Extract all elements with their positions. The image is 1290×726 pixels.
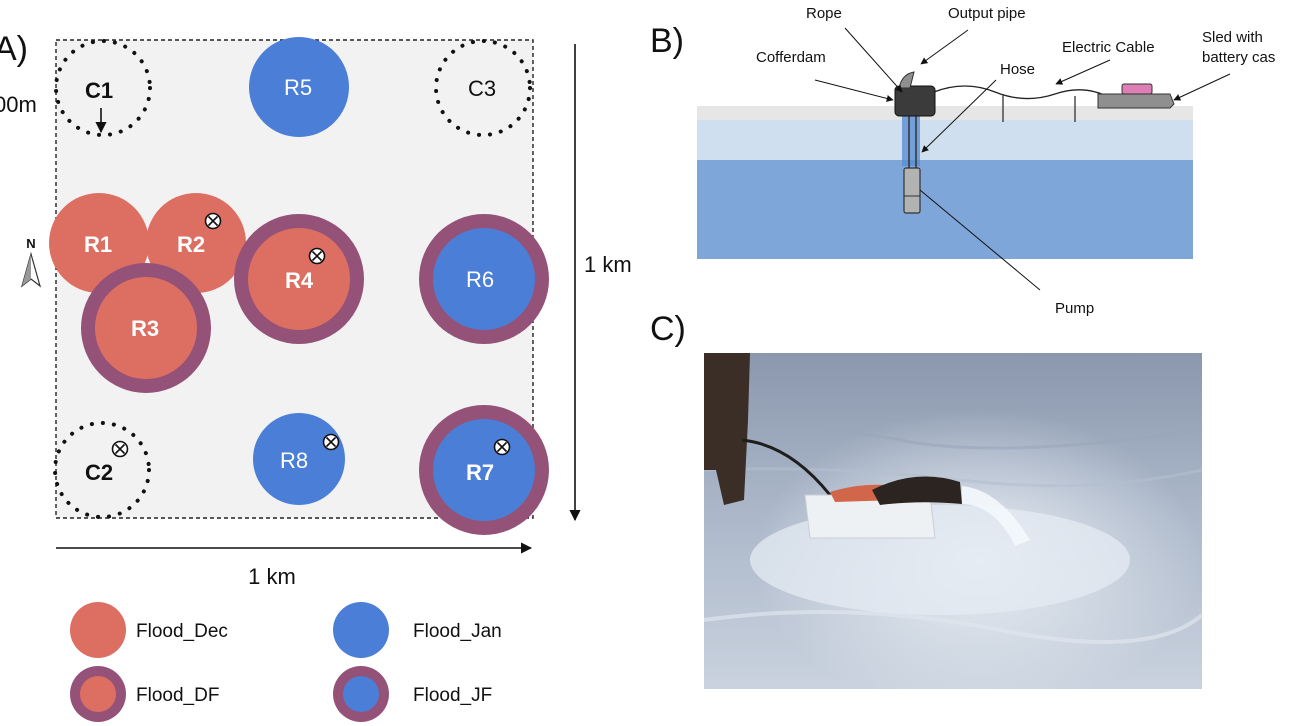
seawater-layer	[697, 160, 1193, 259]
panel-b: B) Rope Output pipe Cofferdam Hose Elect…	[650, 5, 1275, 317]
site-r6	[433, 228, 535, 330]
site-r4-label: R4	[285, 268, 314, 293]
site-r1-label: R1	[84, 232, 112, 257]
legend-label-flood-jan: Flood_Jan	[413, 621, 502, 642]
output-pipe	[898, 71, 915, 89]
battery-case	[1121, 83, 1153, 95]
north-label: N	[26, 236, 35, 251]
callout-sled-line2: battery cas	[1202, 49, 1275, 66]
y-extent-label: 1 km	[584, 252, 632, 277]
control-c1-label: C1	[85, 78, 113, 103]
sample-marker-icon	[308, 247, 326, 265]
sled	[1097, 93, 1175, 109]
photo-hose	[872, 476, 962, 505]
site-r3-label: R3	[131, 316, 159, 341]
legend-label-flood-dec: Flood_Dec	[136, 621, 228, 642]
legend-swatch-flood-jan	[333, 602, 389, 658]
electric-cable	[933, 85, 1111, 100]
callout-electric-cable: Electric Cable	[1062, 39, 1155, 56]
sample-marker-icon	[493, 438, 511, 456]
scale-partial-label: 00m	[0, 92, 37, 117]
legend-label-flood-jf: Flood_JF	[413, 685, 492, 706]
sea-ice-layer	[697, 120, 1193, 160]
photo-ice-texture	[703, 610, 1204, 644]
site-r5-label: R5	[284, 75, 312, 100]
callout-sled-leader	[1173, 73, 1231, 101]
pump	[903, 167, 921, 214]
callout-rope: Rope	[806, 5, 842, 22]
site-r8-label: R8	[280, 448, 308, 473]
callout-sled-line1: Sled with	[1202, 29, 1263, 46]
callout-pump: Pump	[1055, 300, 1094, 317]
legend-swatch-flood-dec	[70, 602, 126, 658]
legend-label-flood-df: Flood_DF	[136, 685, 219, 706]
panel-a: A) 00m C1 C3 C2 R5 R1 R2 R3 R4 R6 R8 R7	[0, 30, 632, 722]
site-r3	[95, 277, 197, 379]
legend: Flood_Dec Flood_Jan Flood_DF Flood_JF	[70, 602, 502, 722]
sample-marker-icon	[111, 440, 129, 458]
control-c3-boundary	[434, 39, 532, 137]
snow-layer	[697, 106, 1193, 120]
field-photo	[703, 353, 1204, 689]
photo-ice-texture	[703, 425, 1203, 450]
control-c3-label: C3	[468, 76, 496, 101]
sample-marker-icon	[204, 212, 222, 230]
callout-electric-cable-leader	[1055, 59, 1111, 85]
control-c2-boundary	[53, 421, 151, 519]
callout-cofferdam: Cofferdam	[756, 49, 826, 66]
site-r8	[253, 413, 345, 505]
photo-person	[704, 353, 750, 505]
panel-a-label: A)	[0, 30, 28, 68]
photo-flood-water	[750, 505, 1130, 615]
photo-ice-texture	[703, 467, 1203, 488]
site-r2-label: R2	[177, 232, 205, 257]
panel-c: C)	[650, 310, 1204, 689]
panel-c-label: C)	[650, 310, 686, 348]
callout-hose: Hose	[1000, 61, 1035, 78]
callout-cofferdam-leader	[814, 79, 894, 102]
photo-water-jet	[962, 486, 1030, 546]
legend-swatch-flood-jf	[343, 676, 379, 712]
cofferdam	[894, 85, 936, 117]
callout-pump-leader	[919, 189, 1041, 291]
callout-output-pipe-leader	[920, 29, 969, 65]
callout-hose-leader	[921, 79, 997, 153]
callout-rope-leader	[844, 27, 903, 93]
legend-swatch-flood-df	[80, 676, 116, 712]
site-r6-label: R6	[466, 267, 494, 292]
control-c1-boundary	[54, 39, 152, 137]
site-r5	[249, 37, 349, 137]
control-c2-label: C2	[85, 460, 113, 485]
x-extent-label: 1 km	[248, 564, 296, 589]
north-arrow-icon	[20, 251, 42, 288]
photo-cable	[741, 438, 832, 496]
sample-marker-icon	[322, 433, 340, 451]
borehole	[902, 116, 920, 166]
site-r7-label: R7	[466, 460, 494, 485]
callout-output-pipe: Output pipe	[948, 5, 1026, 22]
panel-b-label: B)	[650, 22, 684, 60]
